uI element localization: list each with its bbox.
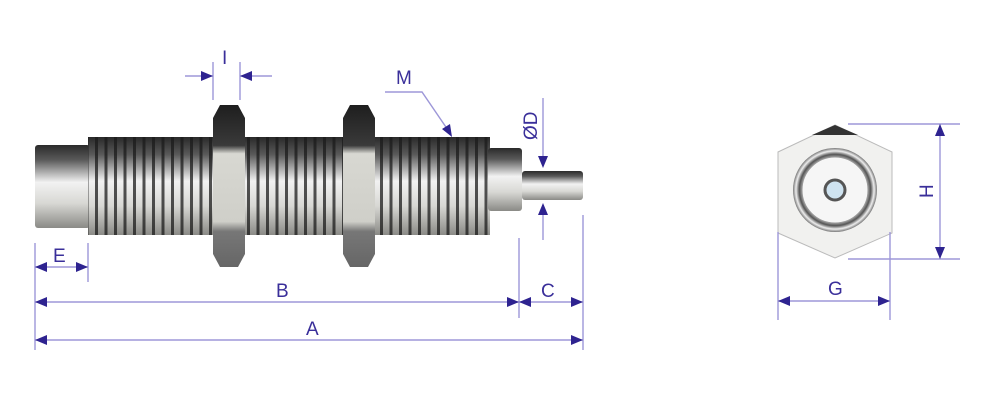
label-b: B: [276, 281, 289, 302]
rod-end: [823, 178, 847, 202]
thread-grooves: [88, 137, 490, 235]
label-a: A: [306, 319, 319, 340]
dimension-m-leader: [385, 91, 451, 134]
end-view: [777, 124, 893, 259]
lock-nut-1: [213, 105, 245, 267]
piston-rod: [522, 171, 583, 200]
label-c: C: [541, 281, 555, 302]
end-dimensions: G H: [777, 123, 960, 320]
side-view: [35, 105, 583, 267]
rear-cap: [35, 145, 90, 228]
label-d: ØD: [521, 112, 542, 141]
label-m: M: [396, 68, 412, 89]
front-cap: [488, 148, 522, 211]
side-dimensions: E B C A I M ØD: [34, 48, 584, 350]
lock-nut-2: [343, 105, 375, 267]
label-g: G: [828, 279, 843, 300]
label-h: H: [917, 184, 938, 198]
label-i: I: [222, 48, 227, 69]
label-e: E: [53, 246, 66, 267]
